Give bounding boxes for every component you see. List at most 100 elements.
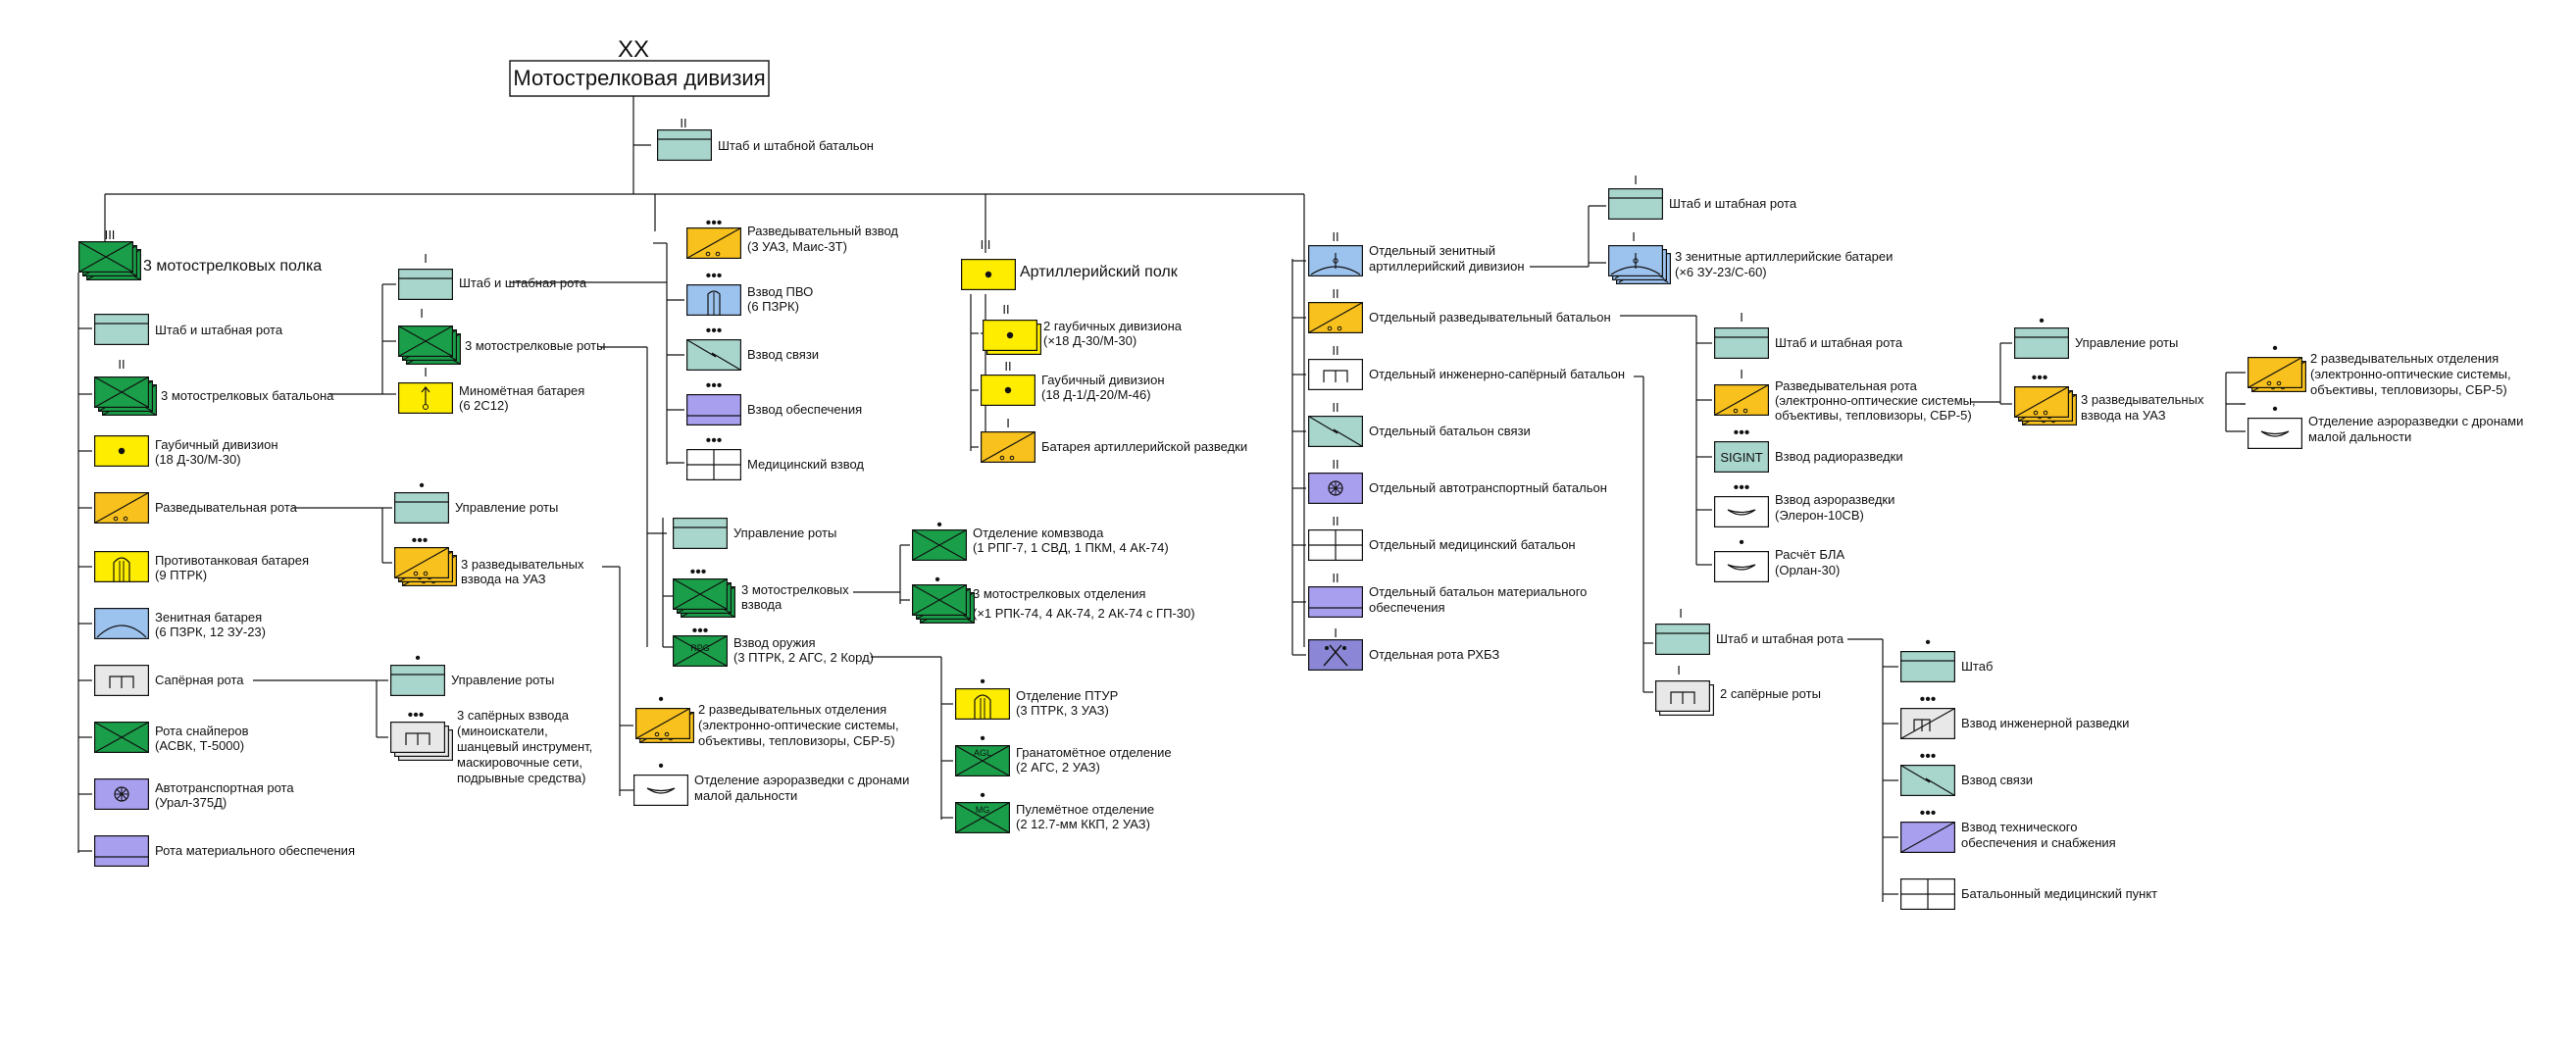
label: Отделение аэроразведки с дронами xyxy=(2308,414,2523,428)
echelon-mark: • xyxy=(934,572,940,588)
art-recon-battery: I Батарея артиллерийской разведки xyxy=(981,416,1247,463)
regiment-transport: Автотранспортная рота (Урал-375Д) xyxy=(94,778,294,810)
rbn-squads: • 2 разведывательных отделения (электрон… xyxy=(2248,340,2511,397)
bn-mortar: I Миномётная батарея (6 2С12) xyxy=(398,365,584,414)
label: 2 гаубичных дивизиона xyxy=(1043,319,1183,333)
ebn-signal: ••• Взвод связи xyxy=(1900,748,2033,796)
label: Батальонный медицинский пункт xyxy=(1961,886,2157,901)
echelon-mark: ••• xyxy=(706,377,723,394)
label: 2 сапёрные роты xyxy=(1720,686,1821,701)
echelon-mark: II xyxy=(1332,514,1339,528)
mg-tag: MG xyxy=(976,805,990,815)
echelon-mark: I xyxy=(1634,173,1638,187)
regiment-node: III 3 мотострелковых полка xyxy=(78,227,322,280)
regiment-aa: Зенитная батарея (6 ПЗРК, 12 ЗУ-23) xyxy=(94,608,266,639)
regiment-supply: Рота материального обеспечения xyxy=(94,835,355,867)
label: Штаб и штабная рота xyxy=(1716,631,1844,646)
art-howitzer-1: II Гаубичный дивизион (18 Д-1/Д-20/М-46) xyxy=(981,359,1165,406)
echelon-mark: I xyxy=(1740,367,1743,381)
label: обеспечения xyxy=(1369,600,1445,615)
echelon-mark: • xyxy=(980,674,985,690)
label: (×6 ЗУ-23/С-60) xyxy=(1675,265,1767,279)
co-grenade-squad: • AGL Гранатомётное отделение (2 АГС, 2 … xyxy=(955,730,1172,776)
label: объективы, тепловизоры, СБР-5) xyxy=(698,733,895,748)
echelon-mark: III xyxy=(105,227,116,242)
label: Взвод обеспечения xyxy=(747,402,862,417)
echelon-mark: I xyxy=(1677,663,1681,677)
rbn-aerial: ••• Взвод аэроразведки (Элерон-10СВ) xyxy=(1714,479,1894,527)
echelon-mark: • xyxy=(1925,634,1931,651)
label: (миноискатели, xyxy=(457,724,548,738)
regiment-at: Противотанковая батарея (9 ПТРК) xyxy=(94,551,309,582)
label: 3 мотострелковых отделения xyxy=(973,586,1145,601)
label: 3 разведывательных xyxy=(461,557,584,572)
connector-lines xyxy=(77,96,2246,902)
echelon-mark: ••• xyxy=(2032,370,2048,386)
sigint-tag: SIGINT xyxy=(1720,450,1762,465)
label: (Элерон-10СВ) xyxy=(1775,508,1864,523)
label: Расчёт БЛА xyxy=(1775,547,1844,562)
echelon-mark: II xyxy=(1332,286,1339,301)
echelon-mark: ••• xyxy=(706,215,723,231)
label: Отделение ПТУР xyxy=(1016,688,1118,703)
rrc-mgmt: • Управление роты xyxy=(394,477,558,524)
label: маскировочные сети, xyxy=(457,755,582,770)
co-mg-squad: • MG Пулемётное отделение (2 12.7-мм ККП… xyxy=(955,787,1154,833)
bn-medical-platoon: ••• Медицинский взвод xyxy=(686,432,864,480)
label: Разведывательная рота xyxy=(1775,378,1918,393)
label: Взвод оружия xyxy=(733,635,816,650)
rbn-sigint: ••• SIGINT Взвод радиоразведки xyxy=(1714,425,1903,473)
label: Рота материального обеспечения xyxy=(155,843,355,858)
echelon-mark: III xyxy=(981,237,991,252)
label: (1 РПГ-7, 1 СВД, 1 ПКМ, 4 АК-74) xyxy=(973,540,1169,555)
label: (АСВК, Т-5000) xyxy=(155,738,244,753)
rrc-platoons: ••• 3 разведывательных взвода на УАЗ xyxy=(394,532,584,586)
label: Управление роты xyxy=(2075,335,2178,350)
label: Разведывательная рота xyxy=(155,500,298,515)
co-mgmt: Управление роты xyxy=(673,518,836,549)
label: шанцевый инструмент, xyxy=(457,739,592,754)
bn-recon-platoon: ••• Разведывательный взвод (3 УАЗ, Маис-… xyxy=(686,215,898,259)
label: (6 2С12) xyxy=(459,398,509,413)
label: (6 ПЗРК) xyxy=(747,299,799,314)
co-weapons: ••• RPG Взвод оружия (3 ПТРК, 2 АГС, 2 К… xyxy=(673,623,874,667)
division-box xyxy=(509,60,770,97)
echelon-mark: ••• xyxy=(706,432,723,449)
label: Отдельный разведывательный батальон xyxy=(1369,310,1611,325)
ebn-staff: • Штаб xyxy=(1900,634,1993,682)
label: (2 АГС, 2 УАЗ) xyxy=(1016,760,1100,775)
rbn-co-mgmt: • Управление роты xyxy=(2014,313,2178,359)
label: (×18 Д-30/М-30) xyxy=(1043,333,1136,348)
echelon-mark: ••• xyxy=(1734,425,1750,441)
echelon-mark: II xyxy=(680,116,686,130)
ebn-tech: ••• Взвод технического обеспечения и сна… xyxy=(1900,805,2116,853)
echelon-mark: II xyxy=(1332,229,1339,244)
rrc-squads: • 2 разведывательных отделения (электрон… xyxy=(635,691,899,748)
echelon-mark: I xyxy=(1632,229,1636,244)
echelon-mark: I xyxy=(424,365,428,379)
label: Разведывательный взвод xyxy=(747,224,898,238)
label: Батарея артиллерийской разведки xyxy=(1041,439,1247,454)
bn-supply-platoon: ••• Взвод обеспечения xyxy=(686,377,862,425)
echelon-mark: II xyxy=(1332,571,1339,585)
echelon-mark: • xyxy=(980,787,985,804)
label: малой дальности xyxy=(2308,429,2411,444)
label: Пулемётное отделение xyxy=(1016,802,1154,817)
label: Штаб xyxy=(1961,659,1993,674)
regiment-hq: Штаб и штабная рота xyxy=(94,314,283,345)
echelon-mark: ••• xyxy=(706,268,723,284)
label: Рота снайперов xyxy=(155,724,249,738)
echelon-mark: ••• xyxy=(408,707,425,724)
label: 3 мотострелковых батальона xyxy=(161,388,334,403)
div-eng-bn: II Отдельный инженерно-сапёрный батальон xyxy=(1308,343,1625,390)
label: (18 Д-30/М-30) xyxy=(155,452,241,467)
echelon-mark: ••• xyxy=(1920,691,1937,708)
label: 2 разведывательных отделения xyxy=(2310,351,2499,366)
co-rifle-squads: • 3 мотострелковых отделения (×1 РПК-74,… xyxy=(912,572,1195,624)
regiment-recon: Разведывательная рота xyxy=(94,492,298,524)
co-atgm-squad: • Отделение ПТУР (3 ПТРК, 3 УАЗ) xyxy=(955,674,1118,720)
label: (×1 РПК-74, 4 АК-74, 2 АК-74 с ГП-30) xyxy=(973,606,1195,621)
label: (2 12.7-мм ККП, 2 УАЗ) xyxy=(1016,817,1150,831)
div-recon-bn: II Отдельный разведывательный батальон xyxy=(1308,286,1611,333)
label: Автотранспортная рота xyxy=(155,780,294,795)
